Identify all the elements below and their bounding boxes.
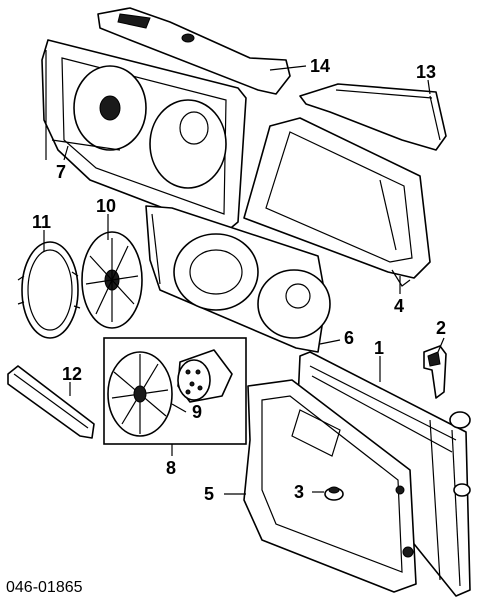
callout-1: 1 [374,338,384,358]
part-9-fan-motor [177,349,233,403]
callout-9: 9 [192,402,202,422]
part-3-grommet [324,486,344,501]
callout-13: 13 [416,62,436,82]
part-5-lower-support-frame [243,379,417,593]
callout-8: 8 [166,458,176,478]
leader-lines [43,65,445,495]
part-10-fan-blade [81,231,143,329]
document-code: 046-01865 [6,579,83,596]
callout-2: 2 [436,318,446,338]
callout-labels: 14 13 7 10 11 4 6 2 1 12 9 8 5 3 [32,56,446,504]
part-6-dual-fan-shroud [145,205,331,353]
part-4-air-duct [243,117,431,287]
callout-14: 14 [310,56,330,76]
part-2-bracket [423,345,447,399]
callout-5: 5 [204,484,214,504]
part-13-top-cover [299,83,447,151]
callout-3: 3 [294,482,304,502]
part-12-seal-strip [7,365,95,439]
callout-6: 6 [344,328,354,348]
part-14-upper-seal [97,7,291,95]
part-7-fan-shroud-frame [41,39,247,233]
callout-7: 7 [56,162,66,182]
callout-11: 11 [32,212,51,232]
part-8-fan-motor-assembly-box [103,337,247,445]
part-11-fan-ring [17,241,81,339]
callout-10: 10 [96,196,116,216]
callout-4: 4 [394,296,404,316]
callout-12: 12 [62,364,82,384]
